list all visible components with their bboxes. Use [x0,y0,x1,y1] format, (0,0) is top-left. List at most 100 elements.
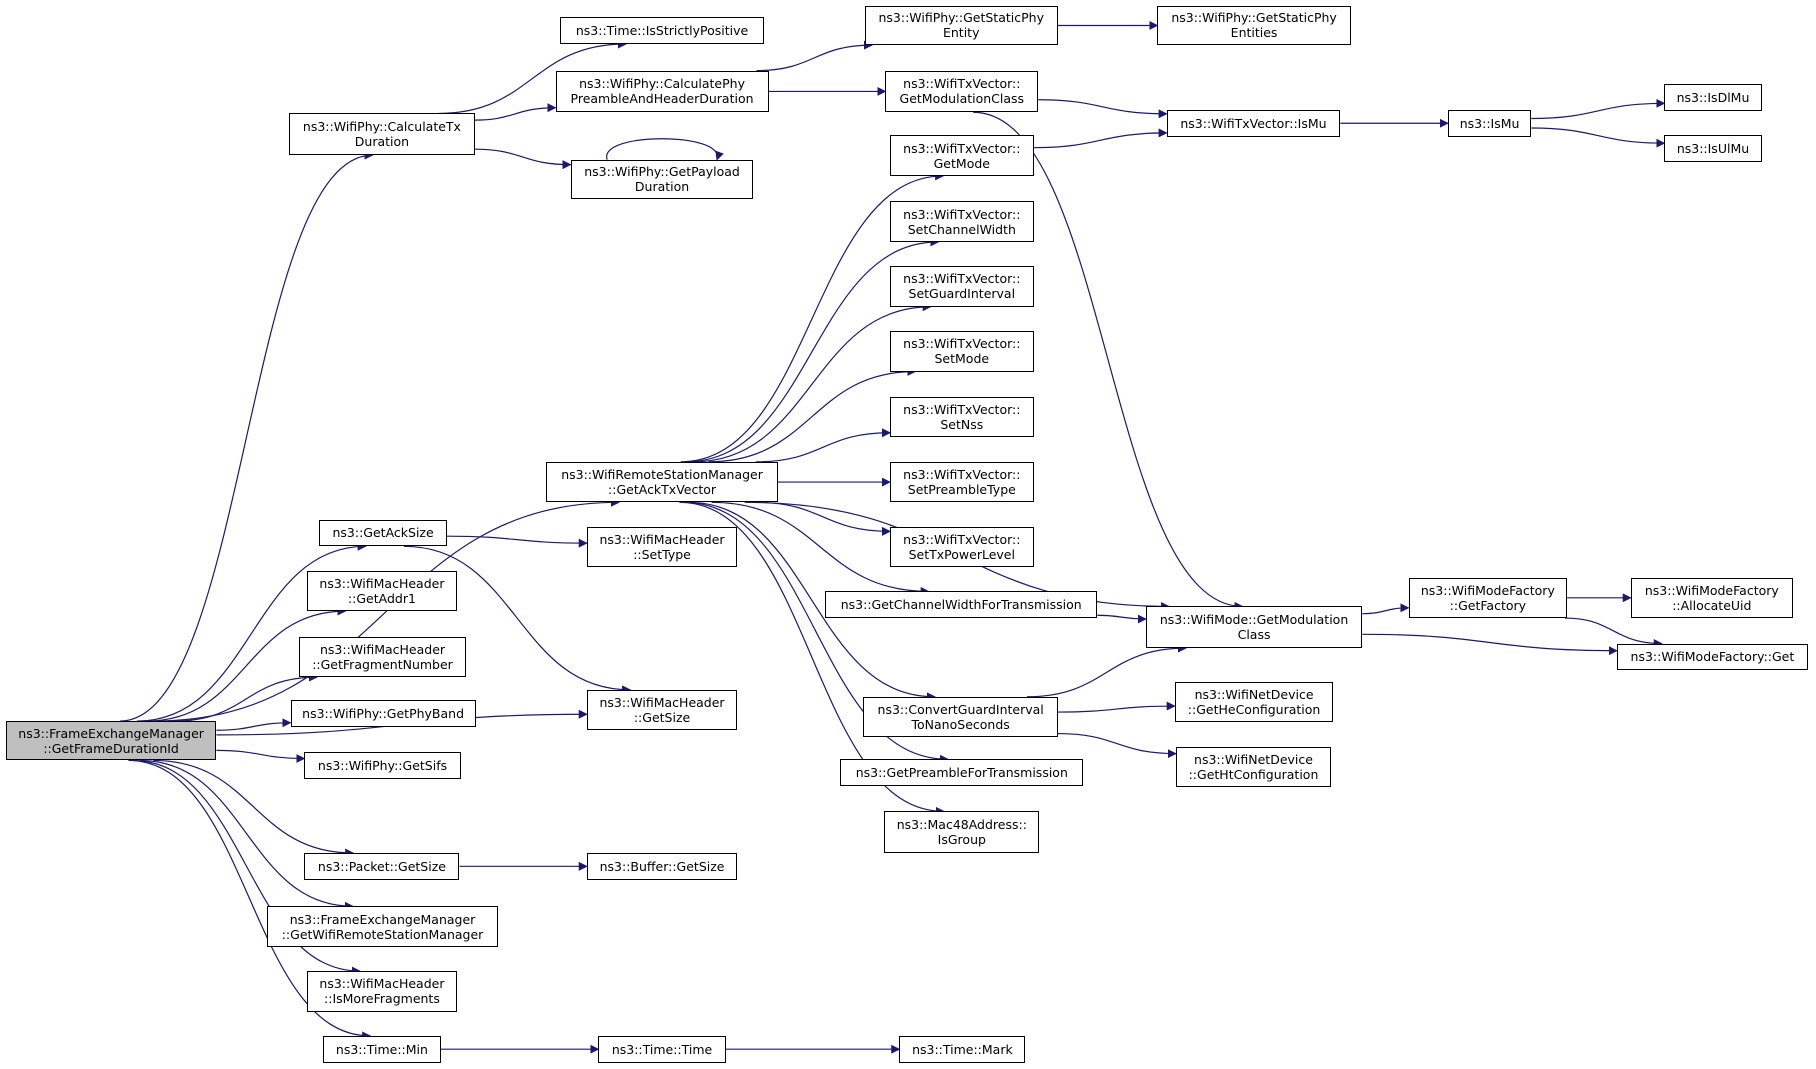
function-node-label-line: ns3::WifiTxVector:: [903,531,1021,547]
function-node-label-line: ns3::Time::Time [611,1041,713,1057]
function-node-label-line: ::GetFragmentNumber [312,656,453,672]
function-node-macSetType[interactable]: ns3::WifiMacHeader::SetType [586,526,738,568]
function-node-isMu[interactable]: ns3::IsMu [1447,109,1532,137]
function-node-macGetAddr1[interactable]: ns3::WifiMacHeader::GetAddr1 [306,570,458,612]
call-edge-getChanWidthTx-to-modeGetModClass [1097,614,1147,624]
call-edge-isMu-to-isDlMu [1531,98,1666,120]
function-node-label-line: ::GetFactory [1449,597,1527,613]
function-node-label-line: ns3::WifiTxVector:: [903,402,1021,418]
call-edge-getPayloadDur-to-getPayloadDur [606,138,724,161]
function-node-getChanWidthTx[interactable]: ns3::GetChannelWidthForTransmission [825,591,1098,619]
function-node-timeTime[interactable]: ns3::Time::Time [598,1035,726,1063]
call-edge-getAckTxVector-to-txvSetGuard [693,302,932,463]
function-node-label-line: SetPreambleType [907,482,1016,498]
function-node-getHtConfig[interactable]: ns3::WifiNetDevice::GetHtConfiguration [1175,746,1332,788]
call-edge-getAckSize-to-macSetType [446,535,588,548]
function-node-label-line: ns3::WifiMacHeader [319,575,445,591]
function-node-modeFactoryGetFactory[interactable]: ns3::WifiModeFactory::GetFactory [1408,577,1568,619]
function-node-txvSetChanWidth[interactable]: ns3::WifiTxVector::SetChannelWidth [890,201,1034,242]
call-edge-root-to-getSifs [216,749,306,763]
call-edge-calcTxDur-to-calcPreamble [474,103,557,121]
function-node-label-line: ns3::WifiTxVector:: [903,336,1021,352]
function-node-isStrictlyPos[interactable]: ns3::Time::IsStrictlyPositive [560,17,764,44]
function-node-label-line: ns3::WifiMacHeader [319,976,445,992]
function-node-mac48IsGroup[interactable]: ns3::Mac48Address::IsGroup [884,811,1040,853]
function-node-txvSetPreamble[interactable]: ns3::WifiTxVector::SetPreambleType [890,461,1034,503]
function-node-label-line: ns3::WifiModeFactory [1644,582,1779,598]
function-node-label-line: ns3::WifiNetDevice [1194,751,1313,767]
function-node-label-line: ns3::WifiPhy::GetPhyBand [302,706,465,722]
function-node-txvSetGuard[interactable]: ns3::WifiTxVector::SetGuardInterval [890,266,1034,307]
function-node-macIsMoreFrag[interactable]: ns3::WifiMacHeader::IsMoreFragments [306,971,458,1012]
function-node-label-line: ns3::WifiTxVector:: [903,206,1021,222]
function-node-label-line: PreambleAndHeaderDuration [570,91,754,107]
function-node-getPhyBand[interactable]: ns3::WifiPhy::GetPhyBand [290,700,476,727]
function-node-txvIsMu[interactable]: ns3::WifiTxVector::IsMu [1166,109,1341,137]
call-edge-root-to-macGetFragNum [174,672,318,722]
function-node-label-line: ns3::WifiTxVector:: [903,271,1021,287]
function-node-bufferGetSize[interactable]: ns3::Buffer::GetSize [586,853,738,880]
function-node-modeFactoryGet[interactable]: ns3::WifiModeFactory::Get [1616,643,1808,671]
call-edge-root-to-getPhyBand [216,718,292,731]
function-node-label-line: ns3::FrameExchangeManager [18,725,204,741]
function-node-packetGetSize[interactable]: ns3::Packet::GetSize [304,853,460,880]
function-node-label-line: ns3::Time::IsStrictlyPositive [575,23,749,39]
call-edge-modeFactoryGetFactory-to-modeFactoryGet [1564,617,1663,649]
function-node-macGetSize[interactable]: ns3::WifiMacHeader::GetSize [586,689,738,731]
function-node-getHeConfig[interactable]: ns3::WifiNetDevice::GetHeConfiguration [1174,681,1334,723]
function-node-label-line: ::SetType [633,546,691,562]
function-node-label-line: ToNanoSeconds [911,717,1010,733]
function-node-label-line: ns3::WifiMacHeader [599,531,725,547]
function-node-modeFactoryAllocUid[interactable]: ns3::WifiModeFactory::AllocateUid [1630,577,1793,619]
function-node-txvGetMode[interactable]: ns3::WifiTxVector::GetMode [890,135,1034,176]
function-node-label-line: ::GetSize [633,710,691,726]
function-node-getSifs[interactable]: ns3::WifiPhy::GetSifs [304,752,461,779]
function-node-isUlMu[interactable]: ns3::IsUlMu [1664,135,1762,163]
function-node-label-line: IsGroup [937,832,986,848]
call-edge-modeGetModClass-to-modeFactoryGet [1362,633,1618,656]
function-node-isDlMu[interactable]: ns3::IsDlMu [1664,84,1762,112]
function-node-label-line: ns3::GetChannelWidthForTransmission [840,597,1082,613]
call-edge-calcTxDur-to-isStrictlyPos [438,39,627,115]
function-node-label-line: ns3::IsUlMu [1676,141,1750,157]
function-node-timeMin[interactable]: ns3::Time::Min [322,1035,441,1063]
function-node-label-line: ns3::WifiPhy::GetPayload [584,164,740,180]
call-edge-root-to-getAckSize [136,541,367,722]
function-node-txvSetMode[interactable]: ns3::WifiTxVector::SetMode [890,331,1034,372]
function-node-getAckSize[interactable]: ns3::GetAckSize [319,519,447,547]
function-node-txvSetNss[interactable]: ns3::WifiTxVector::SetNss [890,396,1034,438]
call-edge-convertGuard-to-modeGetModClass [1026,643,1187,698]
function-node-label-line: ::AllocateUid [1672,597,1752,613]
function-node-root[interactable]: ns3::FrameExchangeManager::GetFrameDurat… [5,721,217,761]
function-node-label-line: ns3::WifiMacHeader [599,695,725,711]
function-node-label-line: ns3::Mac48Address:: [896,817,1027,833]
function-node-label-line: ns3::FrameExchangeManager [289,911,476,927]
function-node-label-line: ns3::WifiMacHeader [319,641,446,657]
function-node-label-line: ns3::Buffer::GetSize [599,858,725,874]
function-node-label-line: Entities [1230,25,1278,41]
function-node-label-line: ns3::Time::Min [335,1041,428,1057]
function-node-txvGetModClass[interactable]: ns3::WifiTxVector::GetModulationClass [885,70,1039,113]
function-node-label-line: ns3::GetAckSize [332,525,434,541]
call-edge-txvGetMode-to-txvIsMu [1033,128,1168,149]
call-edge-convertGuard-to-getHeConfig [1057,701,1176,713]
function-node-getAckTxVector[interactable]: ns3::WifiRemoteStationManager::GetAckTxV… [546,461,778,503]
function-node-getPreambleTx[interactable]: ns3::GetPreambleForTransmission [840,759,1084,786]
call-edge-isMu-to-isUlMu [1531,127,1666,148]
function-node-macGetFragNum[interactable]: ns3::WifiMacHeader::GetFragmentNumber [298,636,467,678]
function-node-label-line: Duration [634,179,690,195]
function-node-timeMark[interactable]: ns3::Time::Mark [899,1035,1026,1063]
function-node-txvSetTxPower[interactable]: ns3::WifiTxVector::SetTxPowerLevel [890,526,1034,568]
function-node-femGetRsm[interactable]: ns3::FrameExchangeManager::GetWifiRemote… [267,906,498,947]
call-edge-modeGetModClass-to-modeFactoryGetFactory [1362,603,1410,615]
function-node-label-line: ns3::IsMu [1459,115,1520,131]
function-node-label-line: SetMode [934,351,990,367]
